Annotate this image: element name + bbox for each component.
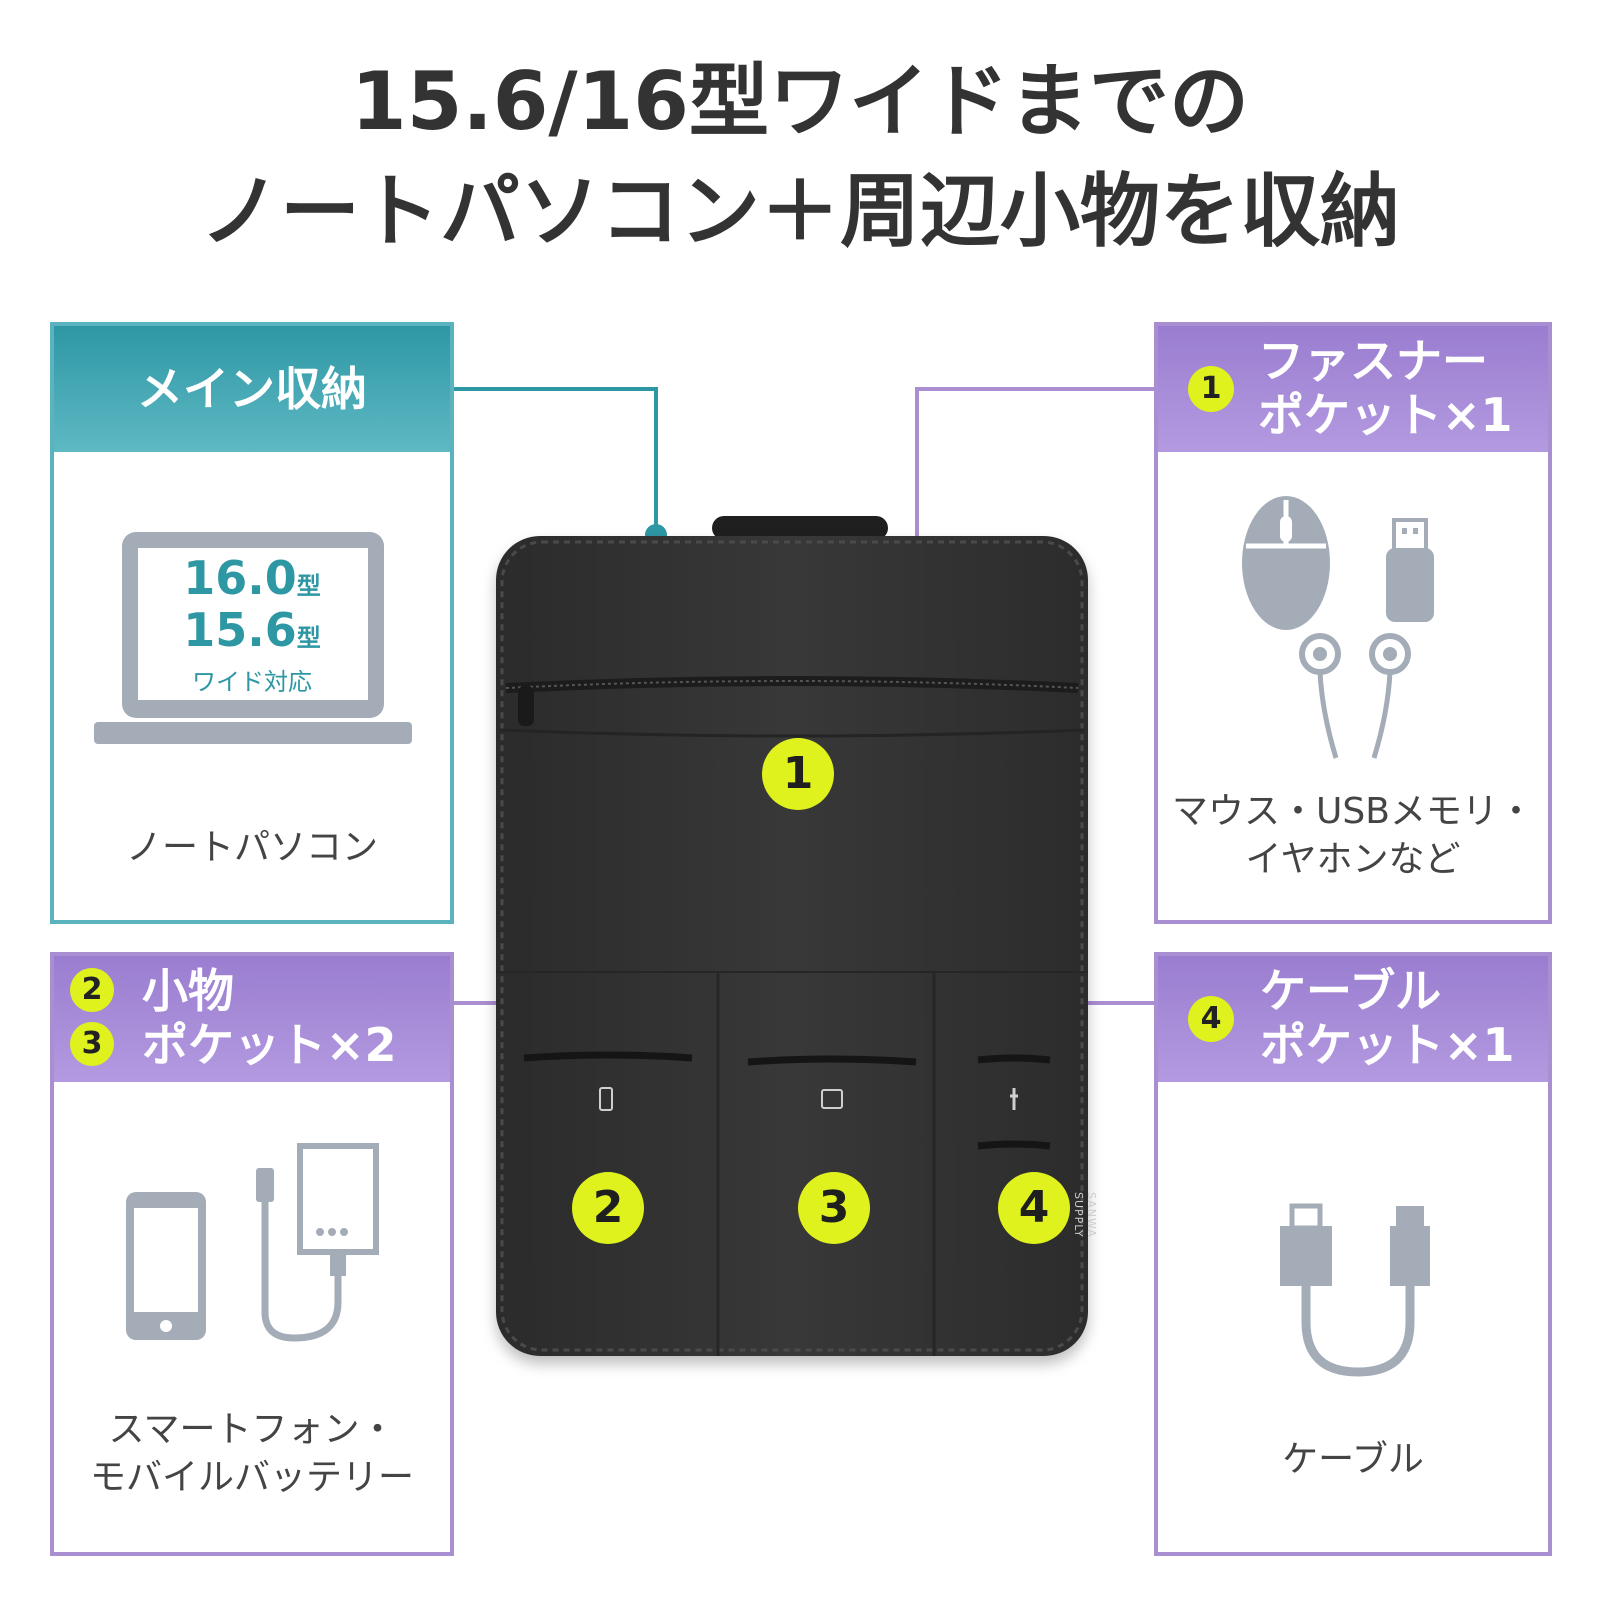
brand-label: SANWA SUPPLY [1072, 1192, 1098, 1238]
small-badge-3: 3 [70, 1022, 114, 1066]
main-storage-caption: ノートパソコン [125, 827, 378, 868]
cable-title-line1: ケーブル [1260, 964, 1442, 1018]
screen-wide-note: ワイド対応 [192, 668, 312, 696]
small-badge-2: 2 [70, 968, 114, 1012]
bag-badge-2: 2 [572, 1172, 644, 1244]
earphones-icon [1299, 633, 1411, 759]
cable-pocket-panel: 4 ケーブル ポケット×1 ケーブル [1154, 952, 1552, 1556]
fastener-title-line2: ポケット×1 [1258, 388, 1513, 442]
cable-caption: ケーブル [1282, 1439, 1424, 1480]
print-battery-icon [821, 1089, 843, 1109]
small-pocket-header: 2 3 小物 ポケット×2 [54, 956, 450, 1082]
cable-pocket-header: 4 ケーブル ポケット×1 [1158, 956, 1548, 1082]
mouse-icon [1242, 496, 1330, 630]
page-title-line1: 15.6/16型ワイドまでの [351, 55, 1249, 148]
main-storage-header: メイン収納 [54, 326, 450, 452]
fastener-pocket-panel: 1 ファスナー ポケット×1 マウス・USBメモリ・ イヤホンなど [1154, 322, 1552, 924]
small-caption-line1: スマートフォン・ [108, 1409, 396, 1450]
mobile-battery-icon [256, 1143, 379, 1342]
smartphone-icon [126, 1192, 206, 1340]
print-cable-icon [1010, 1088, 1018, 1110]
screen-size-156: 15.6型 [54, 604, 450, 656]
screen-size-16: 16.0型 [54, 552, 450, 604]
bag-badge-1: 1 [762, 738, 834, 810]
sleeve-details [496, 540, 1088, 1356]
print-phone-icon [599, 1087, 613, 1111]
bag-badge-4: 4 [998, 1172, 1070, 1244]
cable-badge: 4 [1188, 996, 1234, 1042]
main-storage-panel: メイン収納 16.0型 15.6型 ワイド対応 ノートパソコン [50, 322, 454, 924]
screen-size-16-unit: 型 [296, 572, 321, 600]
small-pocket-panel: 2 3 小物 ポケット×2 スマートフォン・ モバイルバッテリー [50, 952, 454, 1556]
page-title-line2: ノートパソコン＋周辺小物を収納 [200, 165, 1400, 258]
usb-memory-icon [1386, 518, 1434, 622]
cable-icon [1280, 1203, 1430, 1377]
fastener-caption-line2: イヤホンなど [1245, 839, 1461, 880]
small-title-line1: 小物 [142, 964, 234, 1018]
main-storage-title: メイン収納 [137, 362, 367, 416]
cable-title-line2: ポケット×1 [1260, 1018, 1515, 1072]
small-title-line2: ポケット×2 [142, 1018, 397, 1072]
connector-main [453, 387, 658, 534]
laptop-icon [94, 532, 412, 744]
screen-size-16-value: 16.0 [183, 551, 297, 605]
screen-size-156-value: 15.6 [183, 603, 297, 657]
fastener-pocket-header: 1 ファスナー ポケット×1 [1158, 326, 1548, 452]
screen-size-156-unit: 型 [296, 624, 321, 652]
bag-badge-3: 3 [798, 1172, 870, 1244]
fastener-title-line1: ファスナー [1258, 334, 1488, 388]
fastener-badge: 1 [1188, 366, 1234, 412]
fastener-caption-line1: マウス・USBメモリ・ [1172, 791, 1534, 832]
small-caption-line2: モバイルバッテリー [89, 1457, 414, 1498]
